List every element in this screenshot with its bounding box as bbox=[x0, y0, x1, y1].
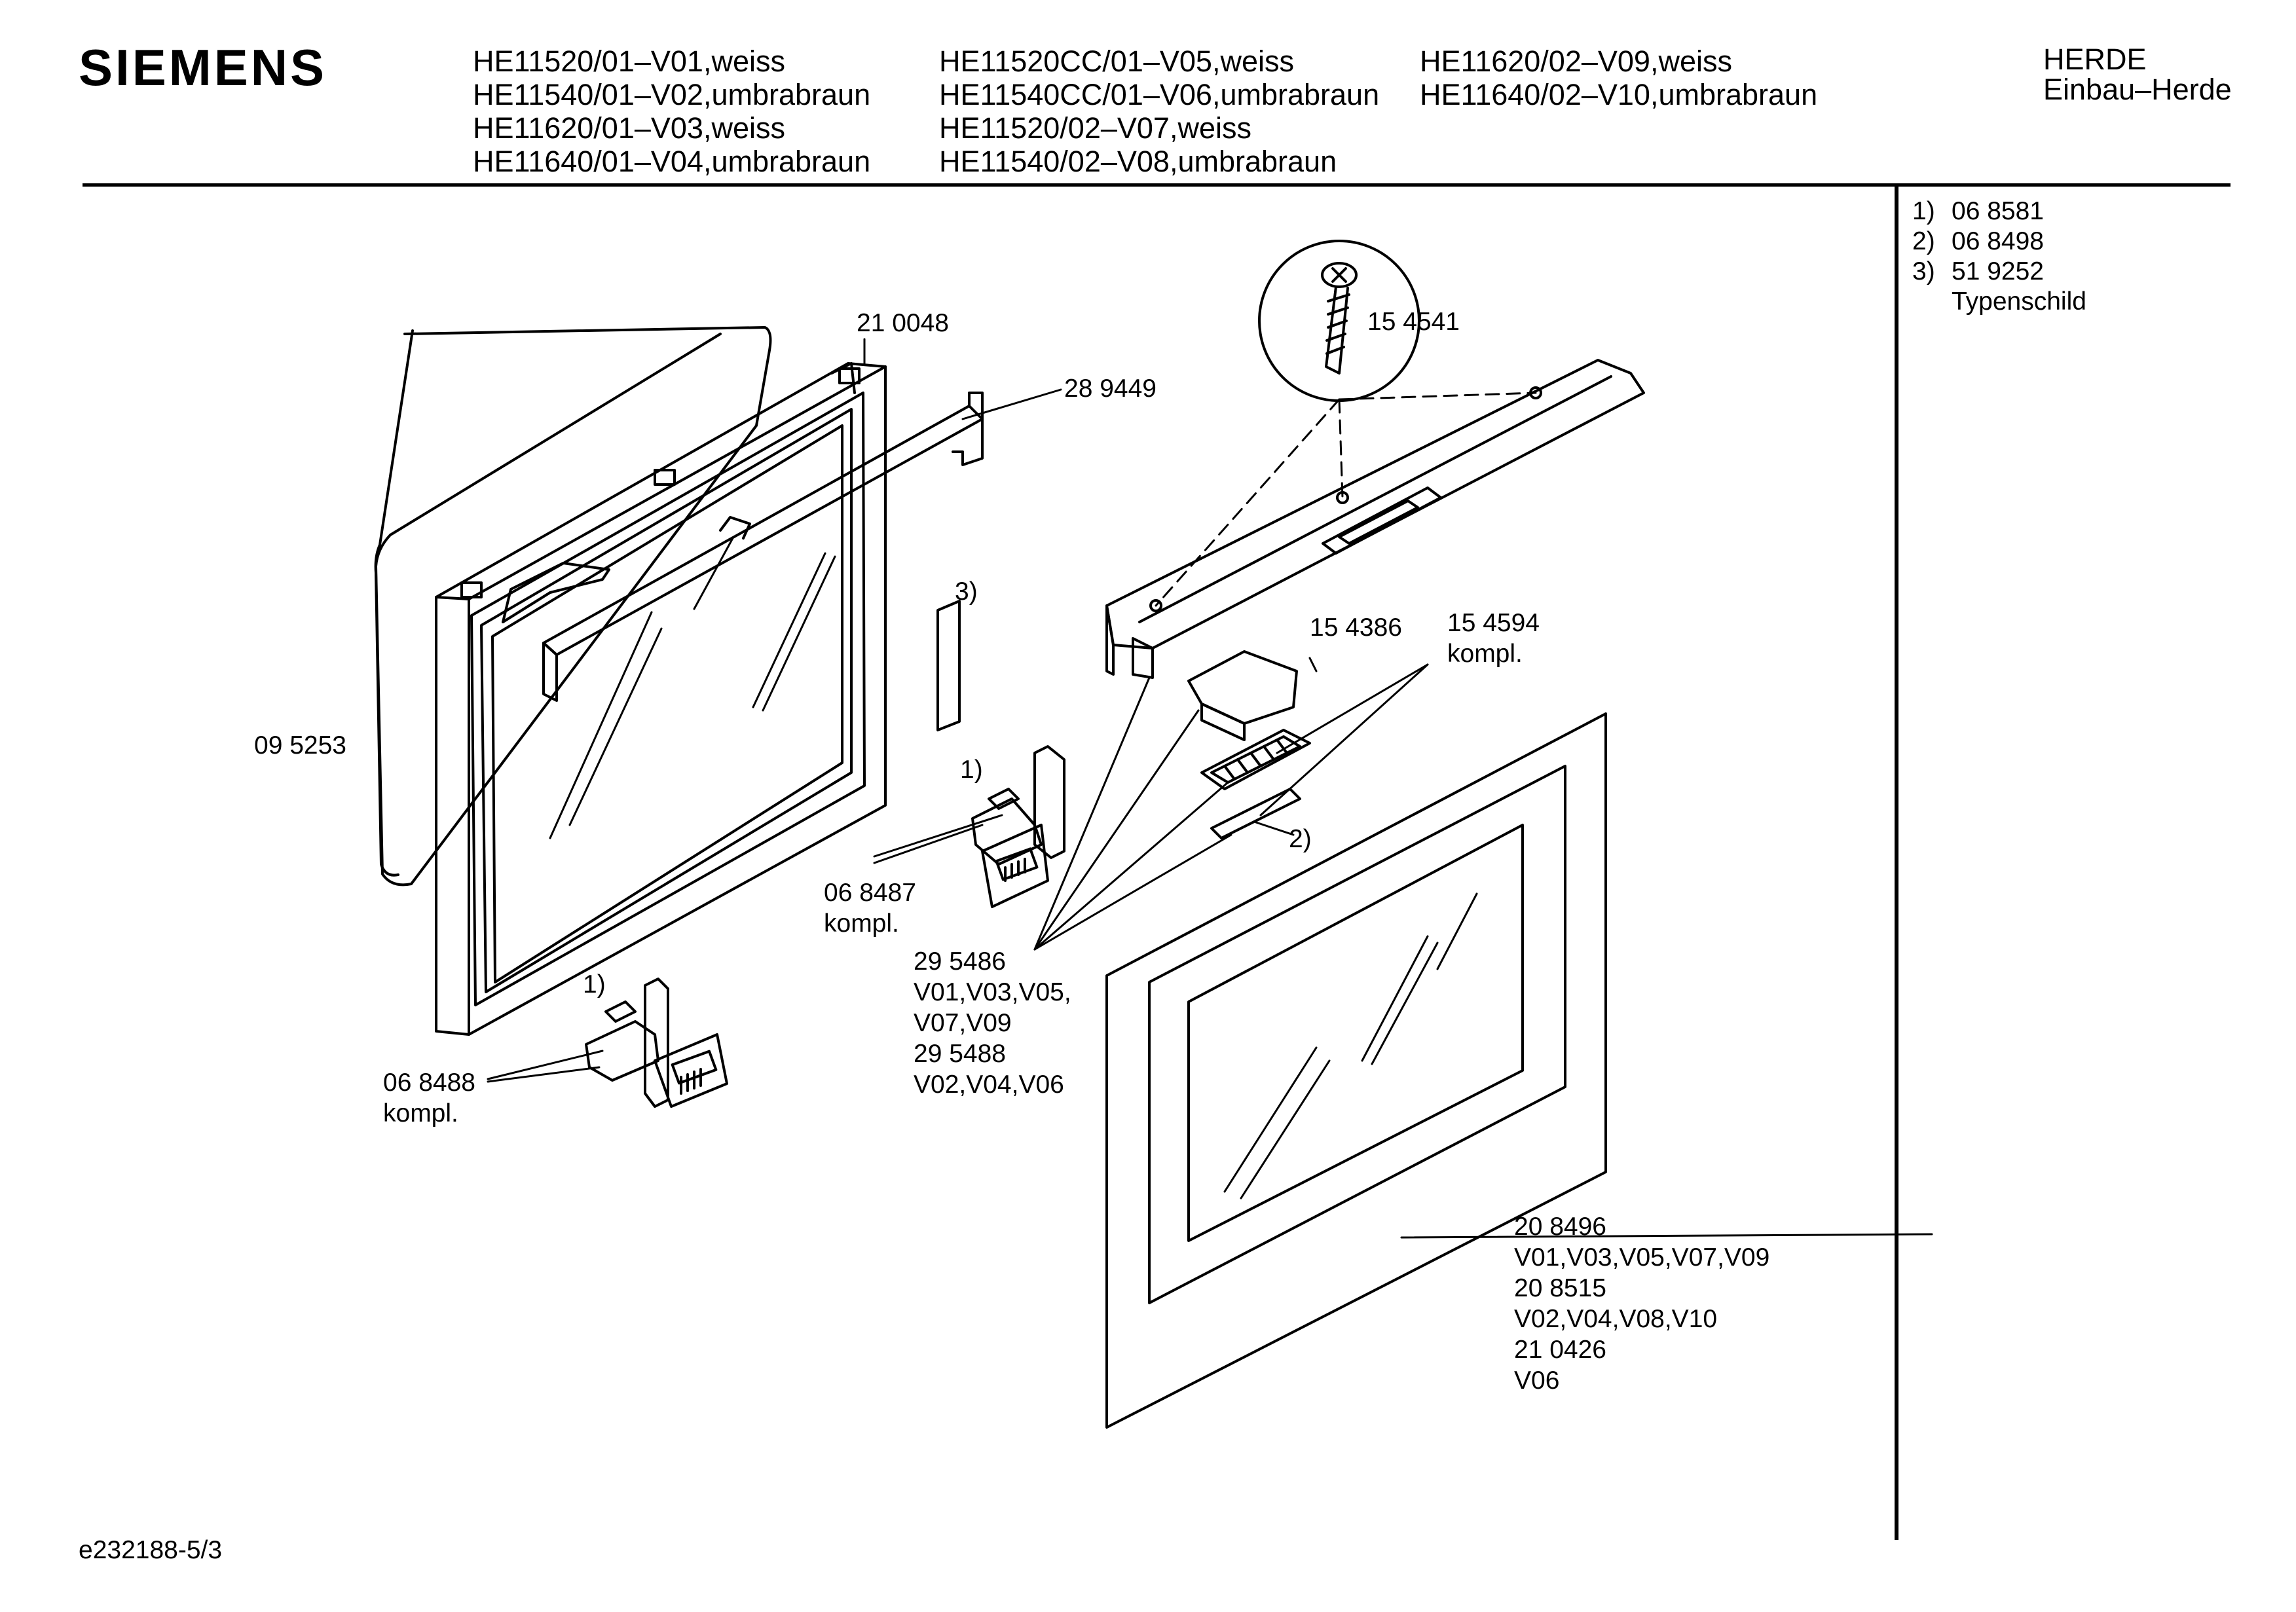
legend-note: Typenschild bbox=[1952, 287, 2086, 316]
legend-code: 51 9252 bbox=[1952, 257, 2044, 285]
header-divider bbox=[83, 183, 2231, 187]
callout-068487: 06 8487 kompl. bbox=[824, 877, 916, 939]
model-line: HE11640/02–V10,umbrabraun bbox=[1420, 78, 1818, 111]
hinge-pad bbox=[1210, 788, 1301, 839]
callout-154594: 15 4594 kompl. bbox=[1447, 608, 1540, 669]
brand-logo: SIEMENS bbox=[79, 39, 327, 96]
dashed-leader-lines bbox=[1155, 392, 1537, 607]
model-line: HE11540CC/01–V06,umbrabraun bbox=[939, 78, 1380, 111]
callout-208496: 20 8496 V01,V03,V05,V07,V09 20 8515 V02,… bbox=[1514, 1211, 1769, 1396]
callout-hinge-ref-1: 1) bbox=[960, 754, 983, 785]
legend-row: 2) 06 8498 bbox=[1912, 227, 2086, 257]
appliance-category: HERDE Einbau–Herde bbox=[2043, 45, 2232, 105]
part-number: 15 4594 bbox=[1447, 609, 1540, 637]
part-suffix: kompl. bbox=[824, 909, 899, 938]
part-number: 28 9449 bbox=[1064, 375, 1157, 403]
part-number: 09 5253 bbox=[254, 731, 346, 760]
part-number: 06 8488 bbox=[383, 1069, 475, 1097]
part-number: 06 8487 bbox=[824, 879, 916, 907]
model-column-3: HE11620/02–V09,weiss HE11640/02–V10,umbr… bbox=[1420, 45, 1817, 111]
hinge-cover bbox=[1187, 650, 1298, 741]
callout-068488: 06 8488 kompl. bbox=[383, 1067, 475, 1129]
legend-row: 1) 06 8581 bbox=[1912, 196, 2086, 227]
parts-legend: 1) 06 8581 2) 06 8498 3) 51 9252 Typenschil… bbox=[1912, 196, 2086, 317]
inner-door-frame bbox=[435, 362, 887, 1036]
model-line: HE11620/02–V09,weiss bbox=[1420, 45, 1732, 78]
legend-index: 1) bbox=[1912, 197, 1935, 225]
variant-list: V01,V03,V05,V07,V09 bbox=[1514, 1243, 1770, 1272]
legend-code: 06 8498 bbox=[1952, 227, 2044, 255]
inner-glass-pane bbox=[549, 536, 836, 839]
part-number: 20 8515 bbox=[1514, 1274, 1606, 1302]
callout-210048: 21 0048 bbox=[857, 308, 949, 339]
door-support-bracket bbox=[542, 392, 984, 702]
variant-list: V02,V04,V08,V10 bbox=[1514, 1305, 1718, 1333]
part-number: 21 0426 bbox=[1514, 1336, 1606, 1364]
part-number: 20 8496 bbox=[1514, 1213, 1606, 1241]
top-trim-strip bbox=[1105, 359, 1645, 679]
part-number: 15 4541 bbox=[1367, 308, 1460, 336]
part-suffix: kompl. bbox=[383, 1099, 458, 1127]
variant-list: V01,V03,V05, bbox=[914, 978, 1071, 1006]
model-line: HE11620/01–V03,weiss bbox=[473, 111, 785, 145]
legend-row: 3) 51 9252 bbox=[1912, 257, 2086, 287]
callout-hinge-ref-2: 1) bbox=[583, 969, 606, 1000]
legend-ref: 2) bbox=[1289, 825, 1312, 853]
model-line: HE11640/01–V04,umbrabraun bbox=[473, 145, 871, 178]
hinge-latch bbox=[1200, 729, 1311, 790]
leader-lines bbox=[487, 338, 1933, 1239]
legend-ref: 1) bbox=[583, 970, 606, 998]
callout-type-plate: 3) bbox=[955, 576, 978, 607]
legend-index: 3) bbox=[1912, 257, 1935, 285]
model-line: HE11540/02–V08,umbrabraun bbox=[939, 145, 1337, 178]
model-line: HE11520/01–V01,weiss bbox=[473, 45, 785, 78]
document-id: e232188-5/3 bbox=[79, 1536, 223, 1564]
category-line: Einbau–Herde bbox=[2043, 73, 2232, 106]
model-column-2: HE11520CC/01–V05,weiss HE11540CC/01–V06,… bbox=[939, 45, 1379, 178]
model-line: HE11520CC/01–V05,weiss bbox=[939, 45, 1294, 78]
legend-divider bbox=[1895, 186, 1898, 1540]
legend-index: 2) bbox=[1912, 227, 1935, 255]
callout-095253: 09 5253 bbox=[254, 730, 346, 761]
legend-ref: 3) bbox=[955, 577, 978, 606]
model-line: HE11520/02–V07,weiss bbox=[939, 111, 1251, 145]
part-suffix: kompl. bbox=[1447, 640, 1523, 668]
outer-door-glass bbox=[1105, 712, 1607, 1429]
lower-hinge bbox=[585, 978, 728, 1108]
part-number: 21 0048 bbox=[857, 309, 949, 337]
legend-code: 06 8581 bbox=[1952, 197, 2044, 225]
part-number: 15 4386 bbox=[1310, 614, 1402, 642]
category-line: HERDE bbox=[2043, 43, 2147, 76]
callout-289449: 28 9449 bbox=[1064, 373, 1157, 404]
door-seal-gasket bbox=[374, 326, 772, 887]
screw-detail bbox=[1258, 240, 1420, 402]
upper-hinge bbox=[971, 745, 1065, 908]
callout-295486: 29 5486 V01,V03,V05, V07,V09 29 5488 V02… bbox=[914, 946, 1071, 1100]
callout-hinge-pad-ref: 2) bbox=[1289, 824, 1312, 854]
callout-154386: 15 4386 bbox=[1310, 612, 1402, 643]
callout-154541: 15 4541 bbox=[1367, 306, 1460, 337]
variant-list: V07,V09 bbox=[914, 1009, 1012, 1037]
model-line: HE11540/01–V02,umbrabraun bbox=[473, 78, 871, 111]
type-plate bbox=[936, 600, 961, 731]
variant-list: V02,V04,V06 bbox=[914, 1071, 1064, 1099]
part-number: 29 5488 bbox=[914, 1040, 1006, 1068]
model-column-1: HE11520/01–V01,weiss HE11540/01–V02,umbr… bbox=[473, 45, 870, 178]
part-number: 29 5486 bbox=[914, 947, 1006, 976]
variant-list: V06 bbox=[1514, 1366, 1560, 1395]
legend-ref: 1) bbox=[960, 756, 983, 784]
